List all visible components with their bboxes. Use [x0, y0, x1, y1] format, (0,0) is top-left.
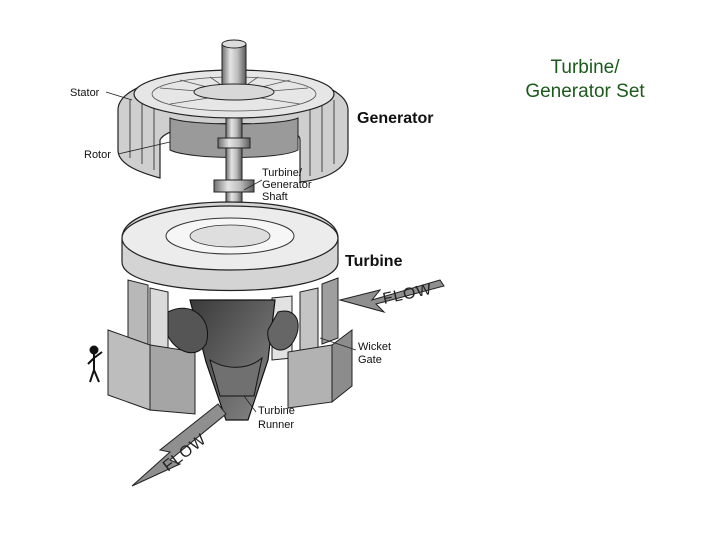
turbine-runner [167, 299, 299, 421]
label-rotor: Rotor [84, 149, 111, 161]
label-wicket-line2: Gate [358, 354, 382, 366]
flow-out-arrow [131, 403, 227, 487]
label-stator: Stator [70, 87, 100, 99]
stator-slots [129, 92, 335, 176]
label-shaft-line2: Generator [262, 179, 312, 191]
slide-title: Turbine/ Generator Set [472, 56, 698, 104]
label-turbine: Turbine [345, 253, 403, 270]
person-scale-figure [87, 345, 103, 383]
flow-in-arrow [338, 279, 445, 313]
turbine-generator-diagram: Stator Rotor Generator Turbine/ Generato… [70, 39, 445, 487]
label-runner-line1: Turbine [258, 405, 295, 417]
spiral-casing [107, 329, 353, 415]
label-shaft-line1: Turbine/ [262, 167, 303, 179]
label-shaft-line3: Shaft [262, 191, 288, 203]
label-generator: Generator [357, 110, 433, 127]
turbine-head-cover [121, 201, 339, 292]
label-flow-in: FLOW [381, 281, 434, 308]
slide-title-line2: Generator Set [525, 81, 645, 102]
leader-lines [105, 91, 357, 413]
slide-title-line1: Turbine/ [550, 57, 620, 78]
label-wicket-line1: Wicket [358, 341, 391, 353]
label-runner-line2: Runner [258, 419, 294, 431]
